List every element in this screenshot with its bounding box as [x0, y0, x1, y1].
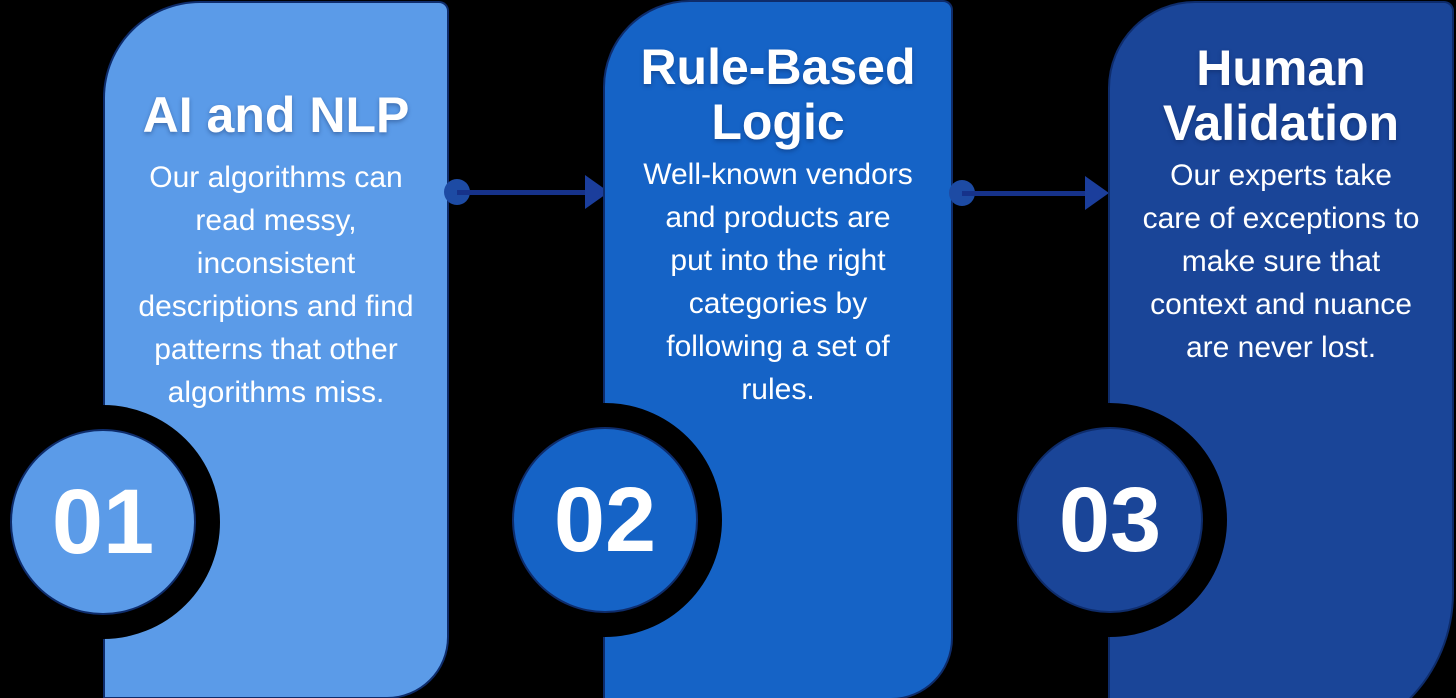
step-number-badge-3: 03 — [1019, 429, 1201, 611]
step-title: Rule-Based Logic — [640, 39, 916, 150]
step-description: Well-known vendors and products are put … — [643, 158, 913, 406]
step-number: 01 — [51, 470, 155, 573]
connector-line — [457, 190, 587, 195]
step-number-badge-1: 01 — [12, 431, 194, 613]
step-description: Our algorithms can read messy, inconsist… — [138, 161, 414, 409]
step-title: AI and NLP — [142, 87, 410, 143]
connector-line — [962, 191, 1087, 196]
step-number: 02 — [553, 468, 657, 571]
step-description: Our experts take care of exceptions to m… — [1142, 159, 1420, 364]
step-number: 03 — [1058, 468, 1162, 571]
step-number-badge-2: 02 — [514, 429, 696, 611]
arrow-right-icon — [1085, 176, 1109, 210]
step-title: Human Validation — [1162, 40, 1400, 151]
